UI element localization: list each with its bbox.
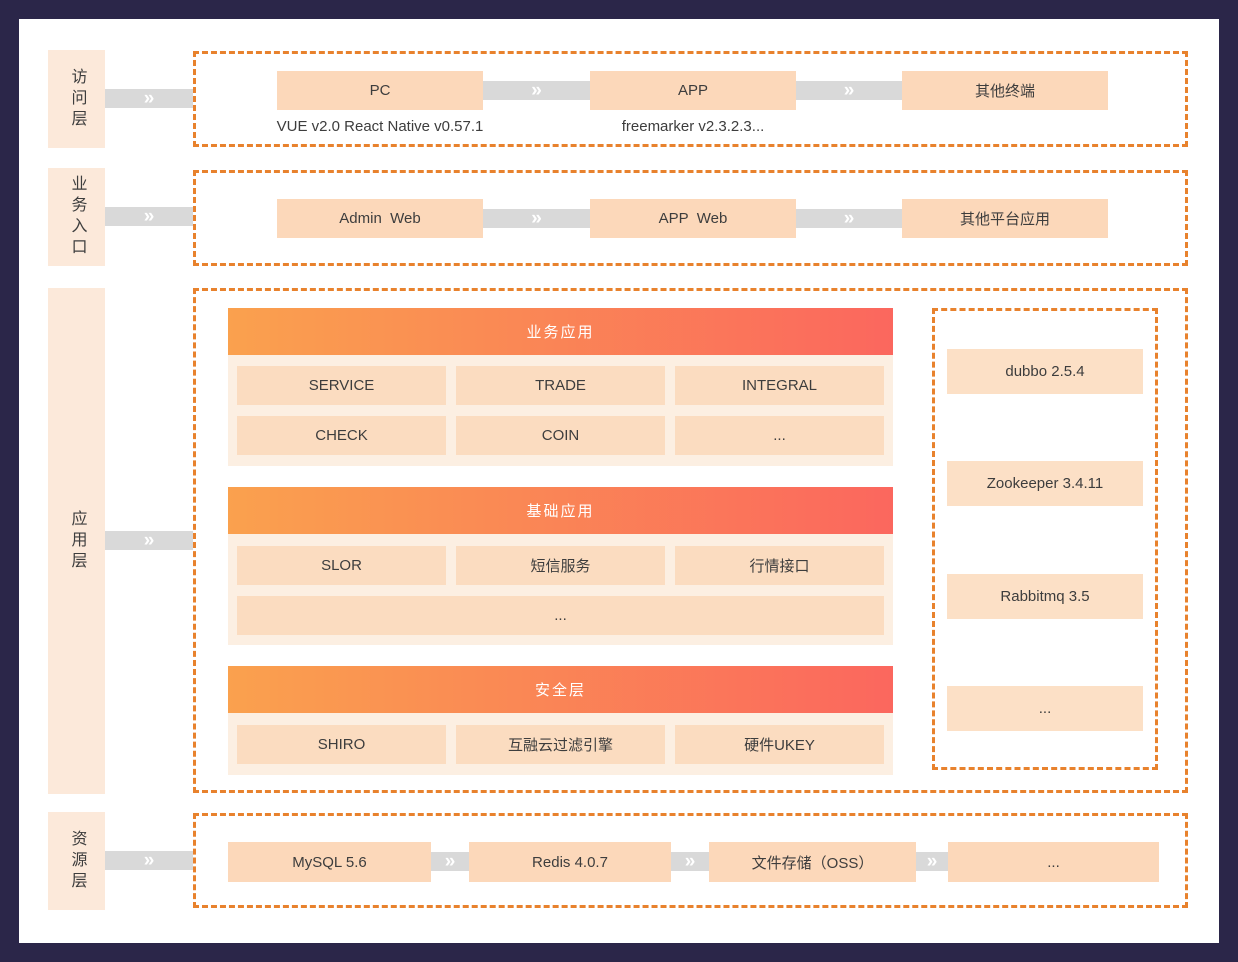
cell-service: SERVICE <box>237 366 446 405</box>
chevron-icon: » <box>143 88 155 109</box>
node-admin-web: Admin Web <box>277 199 483 238</box>
group-title-business: 业务应用 <box>228 308 893 355</box>
node-mysql: MySQL 5.6 <box>228 842 431 882</box>
cell-trade: TRADE <box>456 366 665 405</box>
node-app-web: APP Web <box>590 199 796 238</box>
connector-resource: » <box>105 851 193 870</box>
access-layer-panel <box>193 51 1188 147</box>
cell-shiro: SHIRO <box>237 725 446 764</box>
cell-check: CHECK <box>237 416 446 455</box>
cell-slor: SLOR <box>237 546 446 585</box>
entry-layer-panel <box>193 170 1188 266</box>
chevron-icon: » <box>143 850 155 871</box>
cell-business-more: ... <box>675 416 884 455</box>
middleware-panel: dubbo 2.5.4 Zookeeper 3.4.11 Rabbitmq 3.… <box>932 308 1158 770</box>
cell-middleware-more: ... <box>947 686 1143 731</box>
node-redis: Redis 4.0.7 <box>469 842 671 882</box>
chevron-icon: » <box>926 851 938 872</box>
chevron-icon: » <box>684 851 696 872</box>
node-app: APP <box>590 71 796 110</box>
cell-coin: COIN <box>456 416 665 455</box>
cell-rabbitmq: Rabbitmq 3.5 <box>947 574 1143 619</box>
layer-label-entry: 业务入口 <box>48 168 105 266</box>
chevron-icon: » <box>843 80 855 101</box>
connector-appweb-other: » <box>796 209 902 228</box>
chevron-icon: » <box>843 208 855 229</box>
cell-dubbo: dubbo 2.5.4 <box>947 349 1143 394</box>
layer-label-access: 访问层 <box>48 50 105 148</box>
connector-access: » <box>105 89 193 108</box>
note-pc-tech: VUE v2.0 React Native v0.57.1 <box>276 118 484 135</box>
application-layer-panel <box>193 288 1188 793</box>
connector-oss-more: » <box>916 852 948 871</box>
connector-mysql-redis: » <box>431 852 469 871</box>
chevron-icon: » <box>143 530 155 551</box>
cell-integral: INTEGRAL <box>675 366 884 405</box>
connector-admin-appweb: » <box>483 209 590 228</box>
cell-ukey: 硬件UKEY <box>675 725 884 764</box>
layer-label-application: 应用层 <box>48 288 105 794</box>
connector-application: » <box>105 531 193 550</box>
group-title-basic: 基础应用 <box>228 487 893 534</box>
node-other-platform: 其他平台应用 <box>902 199 1108 238</box>
node-oss: 文件存储（OSS） <box>709 842 916 882</box>
resource-layer-panel <box>193 813 1188 908</box>
cell-sms: 短信服务 <box>456 546 665 585</box>
chevron-icon: » <box>531 80 542 101</box>
group-basic-apps: 基础应用 SLOR 短信服务 行情接口 ... <box>228 487 893 645</box>
cell-basic-more: ... <box>237 596 884 635</box>
cell-filter-engine: 互融云过滤引擎 <box>456 725 665 764</box>
group-title-security: 安全层 <box>228 666 893 713</box>
cell-market: 行情接口 <box>675 546 884 585</box>
connector-redis-oss: » <box>671 852 709 871</box>
node-pc: PC <box>277 71 483 110</box>
note-app-tech: freemarker v2.3.2.3... <box>621 118 765 135</box>
chevron-icon: » <box>143 206 155 227</box>
layer-label-resource: 资源层 <box>48 812 105 910</box>
chevron-icon: » <box>444 851 456 872</box>
node-other-terminal: 其他终端 <box>902 71 1108 110</box>
group-security: 安全层 SHIRO 互融云过滤引擎 硬件UKEY <box>228 666 893 775</box>
chevron-icon: » <box>531 208 542 229</box>
connector-app-other: » <box>796 81 902 100</box>
connector-entry: » <box>105 207 193 226</box>
group-business-apps: 业务应用 SERVICE TRADE INTEGRAL CHECK COIN .… <box>228 308 893 466</box>
node-resource-more: ... <box>948 842 1159 882</box>
cell-zookeeper: Zookeeper 3.4.11 <box>947 461 1143 506</box>
connector-pc-app: » <box>483 81 590 100</box>
